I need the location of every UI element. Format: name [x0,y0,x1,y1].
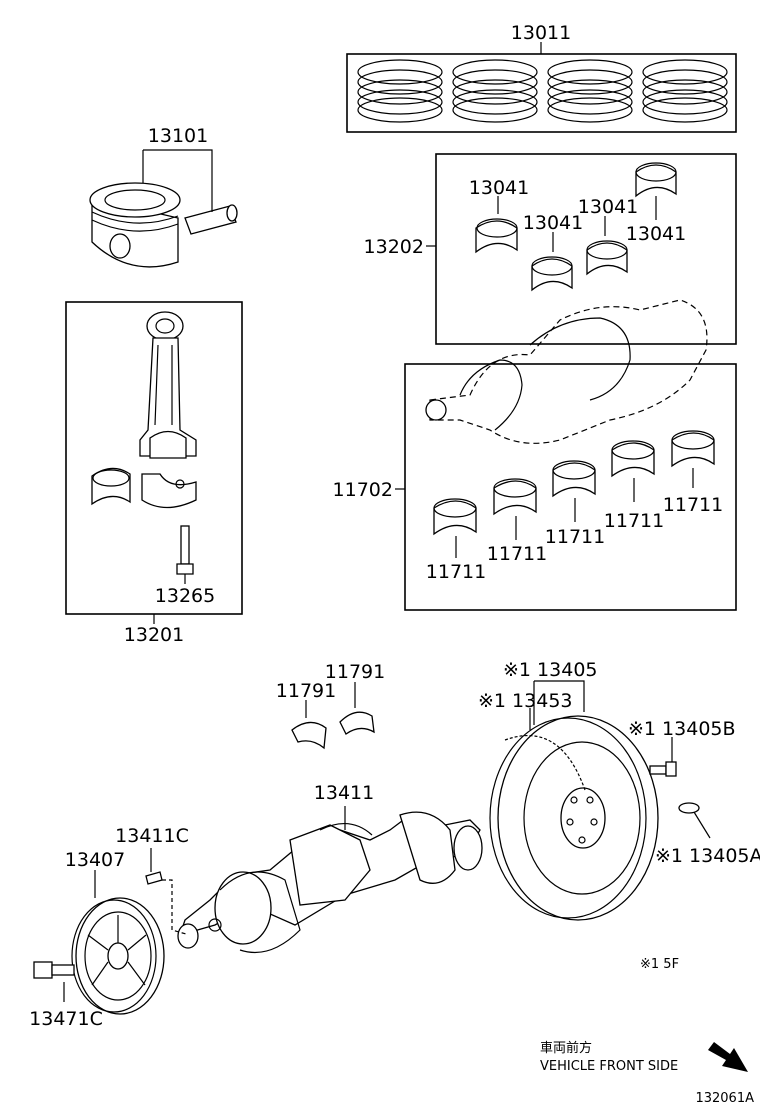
label-13453[interactable]: ※1 13453 [478,690,573,712]
direction-english: VEHICLE FRONT SIDE [540,1059,678,1074]
piston-pin[interactable] [184,204,238,235]
bearing-13041[interactable] [531,256,573,292]
footnote: ※1 5F [640,957,679,972]
label-13405[interactable]: ※1 13405 [503,659,598,681]
label-11711-b[interactable]: 11711 [487,543,547,565]
rod-bolt[interactable] [176,525,194,575]
dowel-pin[interactable] [678,802,700,814]
label-13202[interactable]: 13202 [364,236,424,258]
crankshaft-key[interactable] [145,871,163,885]
pulley-bolt[interactable] [33,961,75,979]
label-13407[interactable]: 13407 [65,849,125,871]
label-13101[interactable]: 13101 [148,125,208,147]
label-13011[interactable]: 13011 [511,22,571,44]
label-13041-a[interactable]: 13041 [469,177,529,199]
label-13041-c[interactable]: 13041 [578,196,638,218]
label-13405A[interactable]: ※1 13405A [655,845,760,867]
piston-ring-set-box [346,42,737,133]
bearing-13041[interactable] [475,218,518,254]
label-11791-a[interactable]: 11791 [276,680,336,702]
piston-ring-set[interactable] [547,59,633,123]
rod-bearing-upper[interactable] [91,467,131,506]
bearing-13041[interactable] [635,162,677,198]
label-13265[interactable]: 13265 [155,585,215,607]
flywheel-bolt[interactable] [649,761,677,777]
arrow-down-right-icon [708,1042,748,1072]
connecting-rod[interactable] [139,311,197,459]
bearing-11711[interactable] [671,430,715,468]
label-13405B[interactable]: ※1 13405B [628,718,736,740]
ring-gear[interactable] [504,735,586,791]
rod-bearing-box [435,153,737,345]
bearing-11711[interactable] [552,460,596,498]
label-11711-e[interactable]: 11711 [663,494,723,516]
direction-japanese: 車両前方 [540,1040,592,1056]
crankshaft-pulley[interactable] [71,897,165,1015]
crankshaft-outline [425,299,708,444]
thrust-washer[interactable] [339,711,375,735]
diagram-code: 132061A [695,1091,754,1106]
bearing-11711[interactable] [493,478,537,516]
main-bearing-box [404,363,737,611]
piston[interactable] [89,182,181,268]
thrust-washer[interactable] [291,721,327,750]
flywheel[interactable] [489,715,659,921]
label-13201[interactable]: 13201 [124,624,184,646]
label-13411C[interactable]: 13411C [115,825,189,847]
piston-ring-set[interactable] [642,59,728,123]
piston-ring-set[interactable] [357,59,443,123]
label-13411[interactable]: 13411 [314,782,374,804]
bearing-13041[interactable] [586,240,628,276]
piston-ring-set[interactable] [452,59,538,123]
bearing-11711[interactable] [611,440,655,478]
label-11711-c[interactable]: 11711 [545,526,605,548]
label-13041-d[interactable]: 13041 [626,223,686,245]
label-11791-b[interactable]: 11791 [325,661,385,683]
bearing-11711[interactable] [433,498,477,536]
crankshaft[interactable] [177,811,483,954]
label-13041-b[interactable]: 13041 [523,212,583,234]
label-11711-d[interactable]: 11711 [604,510,664,532]
rod-cap[interactable] [141,473,197,509]
label-11702[interactable]: 11702 [333,479,393,501]
label-11711-a[interactable]: 11711 [426,561,486,583]
label-13471C[interactable]: 13471C [29,1008,103,1030]
